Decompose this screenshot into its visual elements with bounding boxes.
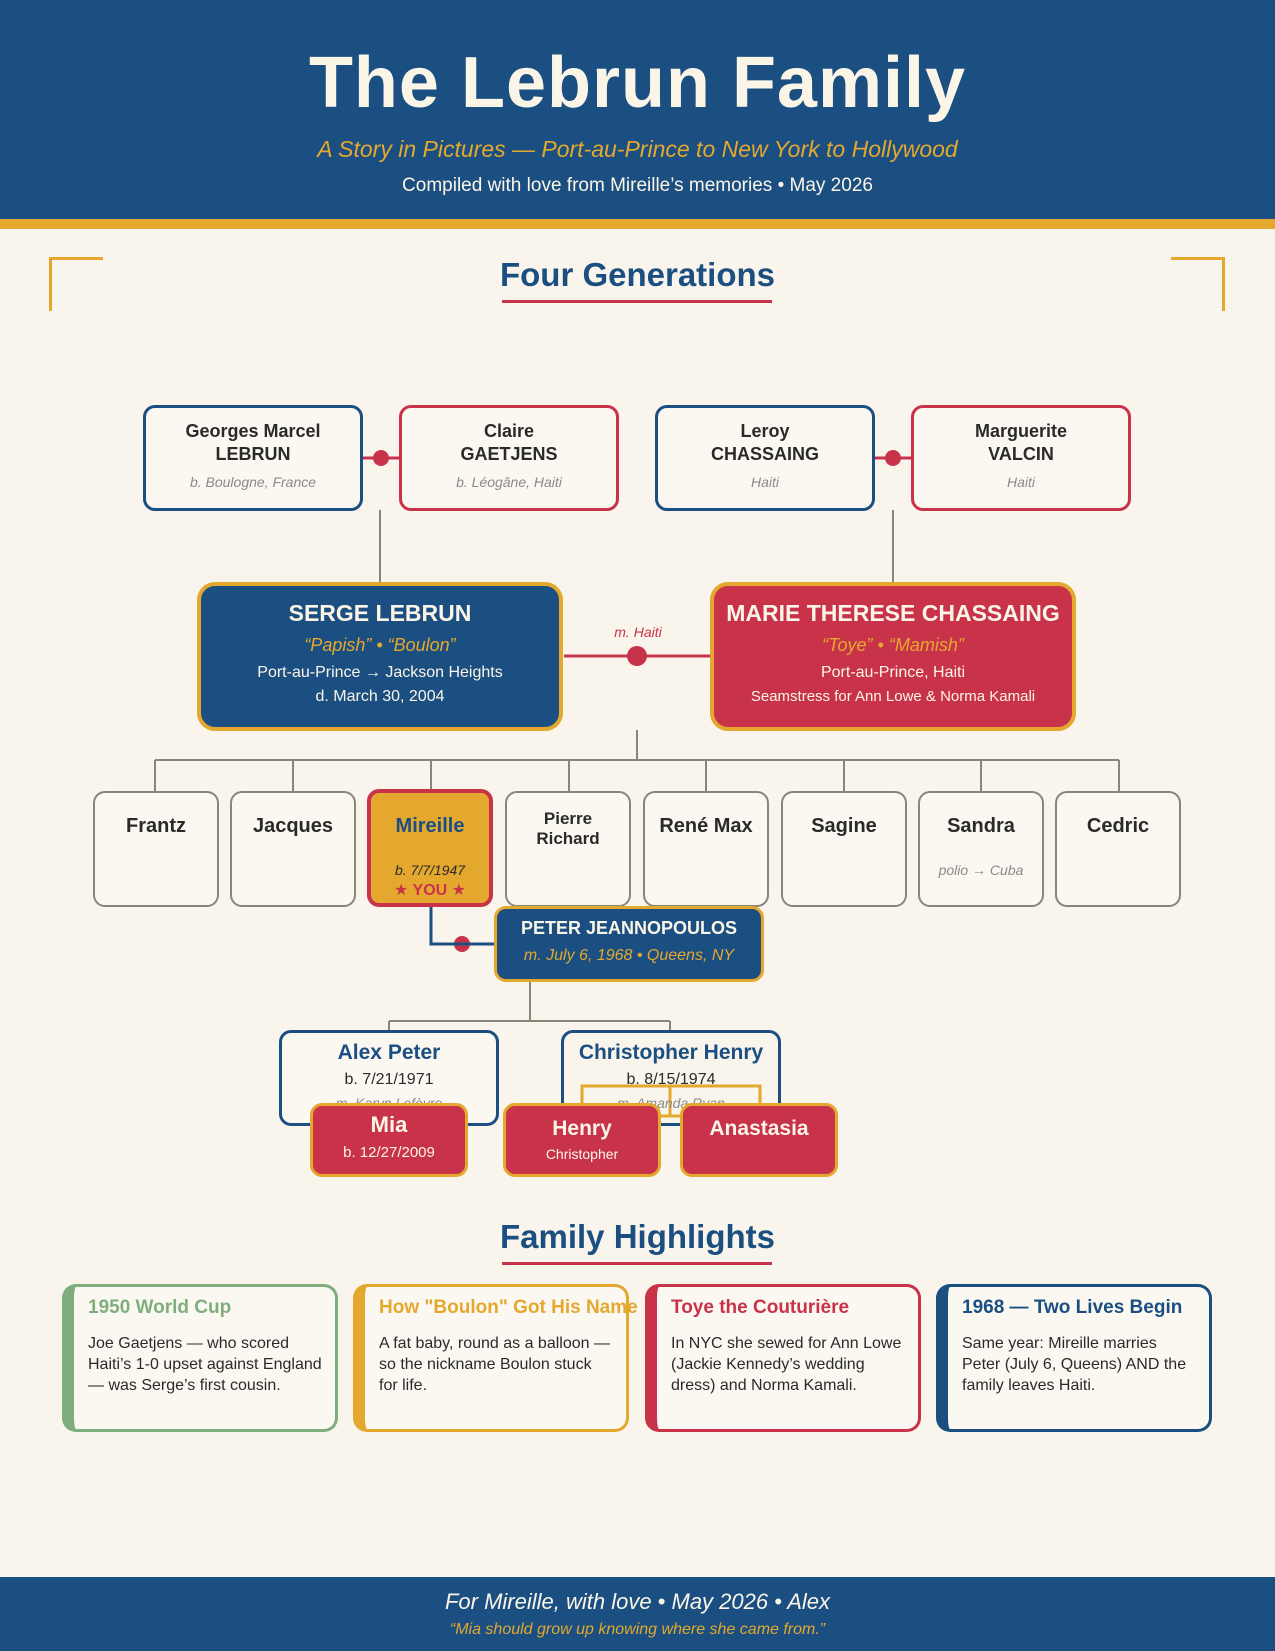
footer-quote: “Mia should grow up knowing where she ca… [449, 1621, 826, 1638]
compiled-note: Compiled with love from Mireille’s memor… [402, 175, 873, 196]
highlight-title: How "Boulon" Got His Name [379, 1297, 638, 1318]
corner-bracket-left [49, 257, 103, 311]
grandchild-mia: Mia b. 12/27/2009 [310, 1103, 468, 1177]
grandchild-anastasia: Anastasia [680, 1103, 838, 1177]
grandparent-last-name: CHASSAING [710, 444, 819, 464]
highlight-title: 1950 World Cup [88, 1297, 232, 1318]
parent-line1: Port-au-Prince, Haiti [820, 664, 966, 681]
grandparent-last-name: VALCIN [988, 444, 1054, 464]
section-title-highlights: Family Highlights [499, 1218, 776, 1255]
page-subtitle: A Story in Pictures — Port-au-Prince to … [317, 136, 958, 162]
grandparent-marguerite-valcin: Marguerite VALCIN Haiti [911, 405, 1131, 511]
footer: For Mireille, with love • May 2026 • Ale… [0, 1577, 1275, 1651]
grandparent-first-name: Leroy [740, 421, 790, 441]
grandchild-name: Anastasia [709, 1117, 809, 1140]
highlight-text: Same year: Mireille marries Peter (July … [962, 1335, 1187, 1394]
highlight-card-world-cup: 1950 World Cup Joe Gaetjens — who scored… [62, 1284, 338, 1432]
header-gold-bar [0, 219, 1275, 229]
child-birth: b. 8/15/1974 [626, 1071, 716, 1088]
grandparent-origin: b. Boulogne, France [189, 474, 317, 490]
sibling-jacques: Jacques [230, 791, 356, 907]
grandchild-name: Mia [370, 1112, 408, 1137]
sibling-name: Sandra [947, 815, 1015, 837]
grandparent-last-name: GAETJENS [460, 444, 558, 464]
grandchild-henry: Henry Christopher [503, 1103, 661, 1177]
child-birth: b. 7/21/1971 [344, 1071, 434, 1088]
section-underline [502, 300, 772, 303]
sibling-name: Pierre Richard [536, 809, 600, 848]
grandparent-leroy-chassaing: Leroy CHASSAING Haiti [655, 405, 875, 511]
sibling-frantz: Frantz [93, 791, 219, 907]
header: The Lebrun Family A Story in Pictures — … [0, 0, 1275, 219]
highlight-card-couturiere: Toye the Couturière In NYC she sewed for… [645, 1284, 921, 1432]
grandparent-first-name: Claire [483, 421, 535, 441]
sibling-name: Sagine [811, 815, 877, 837]
highlight-title: Toye the Couturière [671, 1297, 850, 1318]
grandparent-first-name: Georges Marcel [185, 421, 321, 441]
spouse-peter-jeannopoulos: PETER JEANNOPOULOS m. July 6, 1968 • Que… [494, 906, 764, 982]
highlight-text: In NYC she sewed for Ann Lowe (Jackie Ke… [671, 1335, 902, 1394]
parent-name: SERGE LEBRUN [288, 600, 472, 626]
sibling-rene-max: René Max [643, 791, 769, 907]
parent-line1: Port-au-Prince → Jackson Heights [257, 664, 503, 681]
grandparent-origin: b. Léogâne, Haiti [456, 474, 562, 490]
spouse-name: PETER JEANNOPOULOS [520, 918, 738, 938]
sibling-name: René Max [659, 815, 753, 837]
grandparent-origin: Haiti [1006, 474, 1035, 490]
parent-nicknames: “Toye” • “Mamish” [822, 635, 964, 655]
parent-serge-lebrun: SERGE LEBRUN “Papish” • “Boulon” Port-au… [197, 582, 563, 731]
parent-nicknames: “Papish” • “Boulon” [304, 635, 456, 655]
child-name: Christopher Henry [578, 1041, 764, 1064]
sibling-name: Mireille [395, 815, 465, 837]
sibling-sandra: Sandra polio → Cuba [918, 791, 1044, 907]
highlight-title: 1968 — Two Lives Begin [962, 1297, 1183, 1318]
grandchild-sub: Christopher [545, 1146, 619, 1162]
sibling-name: Frantz [126, 815, 186, 837]
parent-line2: Seamstress for Ann Lowe & Norma Kamali [750, 688, 1036, 705]
child-name: Alex Peter [337, 1041, 441, 1064]
highlight-card-boulon: How "Boulon" Got His Name A fat baby, ro… [353, 1284, 638, 1432]
sibling-cedric: Cedric [1055, 791, 1181, 907]
highlight-text: Joe Gaetjens — who scored Haiti’s 1-0 up… [88, 1335, 322, 1394]
spouse-detail: m. July 6, 1968 • Queens, NY [523, 947, 735, 964]
section-underline [502, 1262, 772, 1265]
you-badge: ★ YOU ★ [394, 882, 466, 899]
sibling-note: polio → Cuba [938, 862, 1024, 878]
grandchild-sub: b. 12/27/2009 [343, 1144, 435, 1161]
sibling-birth: b. 7/7/1947 [394, 862, 466, 878]
grandparent-first-name: Marguerite [974, 421, 1068, 441]
corner-bracket-right [1171, 257, 1225, 311]
sibling-mireille: Mireille b. 7/7/1947 ★ YOU ★ [367, 789, 493, 907]
sibling-name: Cedric [1086, 815, 1150, 837]
page-title: The Lebrun Family [308, 43, 967, 123]
sibling-pierre-richard: Pierre Richard [505, 791, 631, 907]
parent-name: MARIE THERESE CHASSAING [726, 600, 1060, 626]
highlight-card-1968: 1968 — Two Lives Begin Same year: Mireil… [936, 1284, 1212, 1432]
footer-dedication: For Mireille, with love • May 2026 • Ale… [444, 1589, 831, 1614]
grandchild-name: Henry [552, 1117, 612, 1140]
section-title-tree: Four Generations [499, 256, 776, 293]
parent-line2: d. March 30, 2004 [315, 688, 445, 705]
grandparent-claire-gaetjens: Claire GAETJENS b. Léogâne, Haiti [399, 405, 619, 511]
parent-marie-therese-chassaing: MARIE THERESE CHASSAING “Toye” • “Mamish… [710, 582, 1076, 731]
sibling-name: Jacques [252, 815, 334, 837]
grandparent-last-name: LEBRUN [215, 444, 291, 464]
grandparent-georges-lebrun: Georges Marcel LEBRUN b. Boulogne, Franc… [143, 405, 363, 511]
grandparent-origin: Haiti [750, 474, 779, 490]
highlight-text: A fat baby, round as a balloon — so the … [379, 1335, 610, 1394]
marriage-label: m. Haiti [614, 624, 662, 640]
sibling-sagine: Sagine [781, 791, 907, 907]
